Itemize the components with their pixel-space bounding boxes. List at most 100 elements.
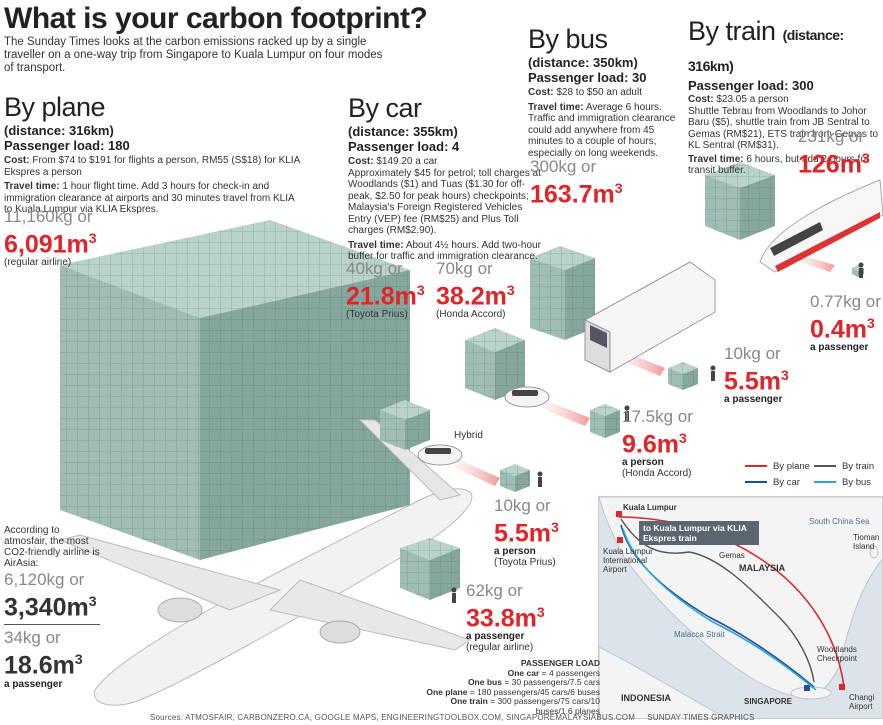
- accord-car: [504, 386, 550, 408]
- train-pp: 0.77kg or 0.4m3 a passenger: [810, 292, 881, 354]
- car-prius-cube: [380, 400, 430, 450]
- airasia-pp-kg: 34kg or: [4, 628, 61, 648]
- accord-pax-cube: [590, 404, 620, 438]
- plane-total-m3: 6,091m3: [4, 230, 97, 259]
- car-accord-pp: 17.5kg or 9.6m3 a person (Honda Accord): [622, 407, 693, 480]
- legend-car: By car: [745, 477, 814, 488]
- map-kl-label: Kuala Lumpur: [623, 503, 677, 512]
- train-total-kg: 231kg or: [798, 127, 865, 146]
- car-load: Passenger load: 4: [348, 139, 460, 154]
- plane-distance: (distance: 316km): [4, 123, 114, 138]
- plane-pax-m3: 33.8m3: [466, 604, 545, 633]
- car-pp-accord-note2: (Honda Accord): [622, 468, 692, 480]
- train-total: 231kg or 126m3: [798, 128, 870, 177]
- car-prius-kg: 40kg or: [346, 259, 403, 278]
- airasia-block: According to atmosfair, the most CO2-fri…: [4, 525, 104, 690]
- bus-total-kg: 300kg or: [530, 157, 597, 176]
- bus-pax-cube: [668, 362, 698, 390]
- car-accord-total: 70kg or 38.2m3 (Honda Accord): [436, 260, 515, 321]
- plane-total: 11,160kg or 6,091m3 (regular airline): [4, 207, 97, 269]
- bus-pp: 10kg or 5.5m3 a passenger: [724, 344, 789, 406]
- bus-mode-title: By bus: [528, 24, 608, 54]
- bus-distance: (distance: 350km): [528, 55, 638, 70]
- bus-section: By bus (distance: 350km) Passenger load:…: [528, 24, 688, 159]
- plane-section: By plane (distance: 316km) Passenger loa…: [4, 92, 304, 216]
- car-time: Travel time: About 4½ hours. Add two-hou…: [348, 239, 541, 263]
- map-tioman-label: Tioman Island: [853, 533, 880, 551]
- airasia-note: According to atmosfair, the most CO2-fri…: [4, 525, 100, 569]
- car-cost: Cost: $149.20 a car: [348, 156, 438, 167]
- map-singapore-label: SINGAPORE: [744, 697, 793, 706]
- car-cost-detail: Approximately $45 for petrol; toll charg…: [348, 167, 541, 237]
- bus-time: Travel time: Average 6 hours. Traffic an…: [528, 101, 676, 159]
- map-gemas-label: Gemas: [719, 551, 745, 560]
- car-accord-note: (Honda Accord): [436, 309, 506, 321]
- car-distance: (distance: 355km): [348, 124, 458, 139]
- plane-total-kg: 11,160kg or: [4, 207, 93, 226]
- person-glyphs: [451, 262, 864, 603]
- plane-pax-cube: [400, 538, 460, 600]
- sources-line: Sources: ATMOSFAIR, CARBONZERO.CA, GOOGL…: [150, 713, 755, 722]
- train-load: Passenger load: 300: [688, 78, 814, 93]
- car-prius-note: (Toyota Prius): [346, 309, 408, 321]
- bus-illustration: [584, 261, 716, 373]
- plane-cost: Cost: From $74 to $191 for flights a per…: [4, 155, 300, 178]
- car-pp-accord-m3: 9.6m3: [622, 430, 687, 459]
- bus-pp-kg: 10kg or: [724, 344, 781, 363]
- car-mode-title: By car: [348, 93, 422, 123]
- plane-pax-note1: a passenger: [466, 631, 525, 643]
- bus-pp-m3: 5.5m3: [724, 367, 789, 396]
- map-graphic: [599, 497, 882, 718]
- passenger-load-box: PASSENGER LOAD One car = 4 passengers On…: [420, 658, 600, 716]
- airasia-pp-m3: 18.6m3: [4, 651, 83, 680]
- plane-time: Travel time: 1 hour flight time. Add 3 h…: [4, 181, 295, 215]
- page-title: What is your carbon footprint?: [4, 2, 428, 35]
- map-malaysia-label: MALAYSIA: [739, 563, 786, 573]
- car-pp-accord-kg: 17.5kg or: [622, 407, 693, 426]
- legend-plane-swatch: [745, 465, 767, 467]
- car-pp-prius-note2: (Toyota Prius): [494, 557, 556, 569]
- plane-total-note: (regular airline): [4, 257, 72, 269]
- intro-text: The Sunday Times looks at the carbon emi…: [4, 36, 383, 74]
- legend-train-swatch: [814, 465, 836, 467]
- bus-load: Passenger load: 30: [528, 70, 647, 85]
- train-total-m3: 126m3: [798, 150, 870, 179]
- airasia-m3: 3,340m3: [4, 593, 97, 622]
- car-accord-m3: 38.2m3: [436, 282, 515, 311]
- hybrid-label: Hybrid: [454, 430, 483, 441]
- plane-cube-graphic: [60, 220, 410, 560]
- plane-pax: 62kg or 33.8m3 a passenger (regular airl…: [466, 582, 545, 654]
- bus-total-m3: 163.7m3: [530, 180, 623, 209]
- train-pp-kg: 0.77kg or: [810, 292, 881, 311]
- bus-pp-note: a passenger: [724, 394, 783, 406]
- map-woodlands-label: Woodlands Checkpoint: [817, 645, 858, 663]
- route-map: Kuala Lumpur to Kuala Lumpur via KLIA Ek…: [598, 496, 883, 719]
- map-indonesia-label: INDONESIA: [621, 693, 672, 703]
- train-cost-detail: Shuttle Tebrau from Woodlands to Johor B…: [688, 105, 879, 152]
- plane-illustration: [58, 419, 473, 706]
- car-prius-m3: 21.8m3: [346, 282, 425, 311]
- train-pp-note: a passenger: [810, 342, 869, 354]
- car-prius-pp: 10kg or 5.5m3 a person (Toyota Prius): [494, 496, 559, 569]
- car-prius-total: 40kg or 21.8m3 (Toyota Prius): [346, 259, 425, 321]
- legend-bus-swatch: [814, 481, 836, 483]
- train-mode-title: By train (distance: 316km): [688, 16, 844, 74]
- car-pp-prius-m3: 5.5m3: [494, 519, 559, 548]
- airasia-pp-note: a passenger: [4, 678, 63, 690]
- bus-cost: Cost: $28 to $50 an adult: [528, 87, 642, 98]
- prius-pax-cube: [500, 464, 530, 492]
- car-pp-prius-note1: a person: [494, 546, 536, 558]
- legend-bus: By bus: [814, 477, 883, 488]
- passenger-load-title: PASSENGER LOAD: [520, 658, 600, 668]
- map-callout: to Kuala Lumpur via KLIA Ekspres train: [639, 521, 759, 545]
- train-cube-graphic: [705, 162, 775, 240]
- pload-plane: One plane = 180 passengers/45 cars/6 bus…: [426, 686, 600, 697]
- legend-train: By train: [814, 461, 883, 472]
- legend-plane: By plane: [745, 461, 814, 472]
- car-pp-accord-note1: a person: [622, 457, 664, 469]
- car-pp-prius-kg: 10kg or: [494, 496, 551, 515]
- airasia-kg: 6,120kg or: [4, 570, 85, 589]
- map-legend: By plane By train By car By bus: [745, 458, 883, 490]
- graphics-credit: SUNDAY TIMES GRAPHICS: [647, 713, 755, 722]
